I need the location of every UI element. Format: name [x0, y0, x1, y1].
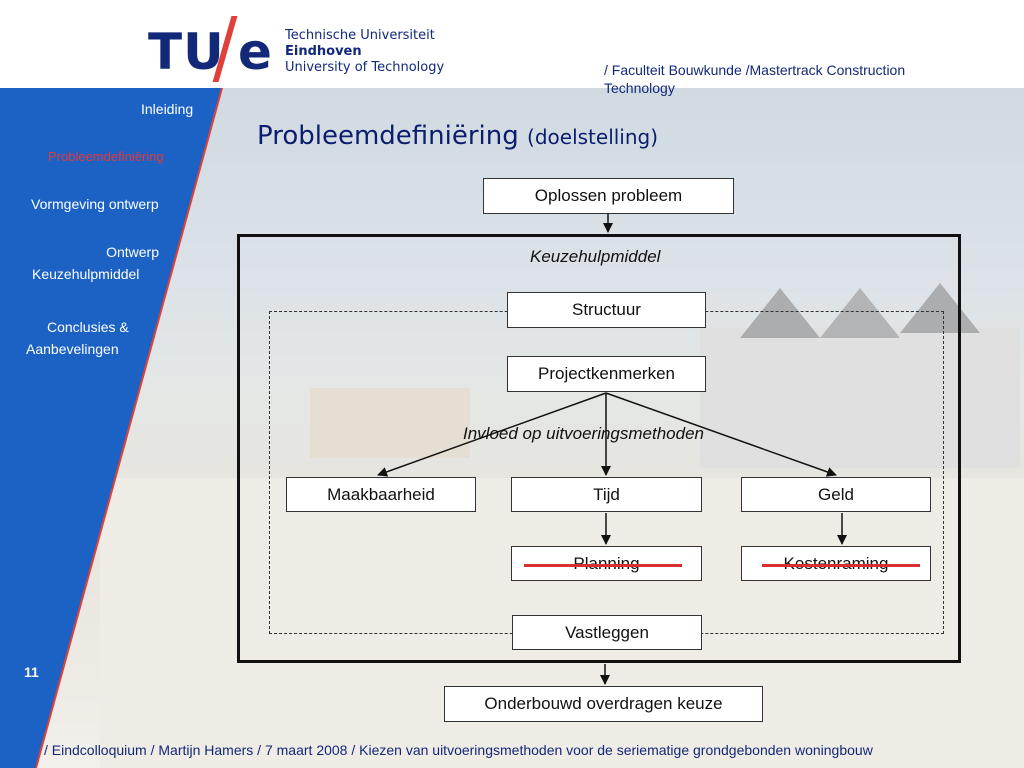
sidebar-item-label-line-2: Keuzehulpmiddel [32, 266, 140, 282]
box-geld: Geld [741, 477, 931, 512]
sidebar-item-vormgeving-ontwerp[interactable]: Vormgeving ontwerp [31, 196, 159, 212]
invloed-label: Invloed op uitvoeringsmethoden [463, 424, 704, 443]
box-tijd: Tijd [511, 477, 702, 512]
strikethrough-kostenraming [762, 564, 920, 567]
box-onderbouwd-overdragen-keuze: Onderbouwd overdragen keuze [444, 686, 763, 722]
faculty-label: / Faculteit Bouwkunde /Mastertrack Const… [604, 61, 984, 97]
university-name: Technische Universiteit Eindhoven Univer… [285, 28, 444, 76]
university-line-2: Eindhoven [285, 44, 362, 59]
university-line-3: University of Technology [285, 60, 445, 75]
sidebar-item-inleiding[interactable]: Inleiding [141, 101, 194, 117]
keuzehulpmiddel-label: Keuzehulpmiddel [530, 247, 661, 266]
box-projectkenmerken: Projectkenmerken [507, 356, 706, 392]
strikethrough-planning [524, 564, 682, 567]
sidebar-item-ontwerp-keuzehulpmiddel[interactable]: Ontwerp Keuzehulpmiddel [32, 241, 159, 285]
sidebar-item-label-line-1: Ontwerp [106, 244, 159, 260]
sidebar-item-label-line-1: Conclusies & [47, 319, 129, 335]
box-planning: Planning [511, 546, 702, 581]
sidebar-item-conclusies-aanbevelingen[interactable]: Conclusies & Aanbevelingen [26, 316, 129, 360]
faculty-line-2: Technology [604, 80, 675, 96]
box-maakbaarheid: Maakbaarheid [286, 477, 476, 512]
sidebar-item-probleemdefiniering[interactable]: Probleemdefiniëring [48, 149, 164, 164]
slide-title-sub: (doelstelling) [527, 125, 659, 149]
slide-title-main: Probleemdefiniëring [257, 121, 519, 151]
box-kostenraming: Kostenraming [741, 546, 931, 581]
footer-text: / Eindcolloquium / Martijn Hamers / 7 ma… [44, 742, 873, 758]
faculty-line-1: / Faculteit Bouwkunde /Mastertrack Const… [604, 62, 906, 78]
header: TU e Technische Universiteit Eindhoven U… [0, 0, 1024, 88]
box-structuur: Structuur [507, 292, 706, 328]
keuzehulpmiddel-frame [237, 234, 961, 663]
university-line-1: Technische Universiteit [285, 28, 435, 43]
slide-title: Probleemdefiniëring (doelstelling) [257, 121, 658, 151]
box-oplossen-probleem: Oplossen probleem [483, 178, 734, 214]
sidebar-item-label-line-2: Aanbevelingen [26, 341, 119, 357]
logo-e: e [238, 23, 272, 81]
logo-tu: TU [148, 23, 225, 81]
page-number: 11 [24, 664, 39, 680]
box-vastleggen: Vastleggen [512, 615, 702, 650]
